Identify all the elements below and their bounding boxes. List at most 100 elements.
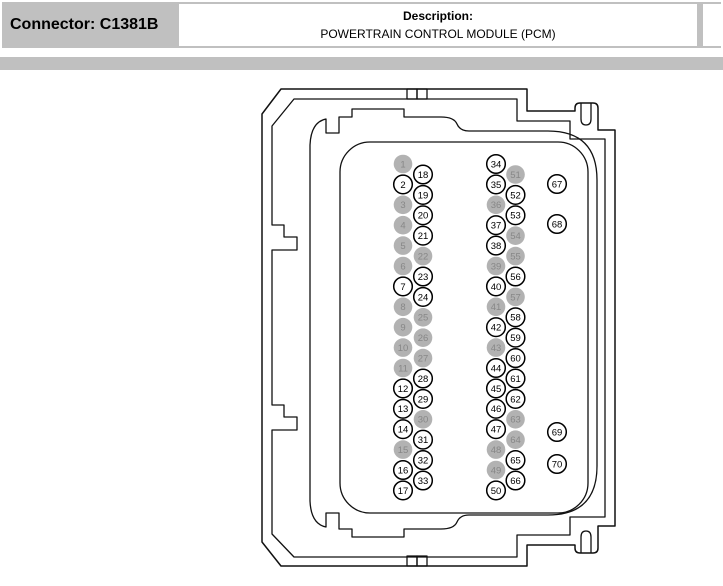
svg-text:58: 58 bbox=[510, 313, 521, 324]
pin-39: 39 bbox=[486, 256, 506, 276]
svg-text:10: 10 bbox=[398, 343, 409, 354]
pin-9: 9 bbox=[393, 317, 413, 337]
svg-text:48: 48 bbox=[491, 445, 502, 456]
bottom-tab-slot bbox=[580, 530, 592, 553]
pin-54: 54 bbox=[506, 226, 525, 245]
pin-45: 45 bbox=[485, 378, 507, 399]
pin-67: 67 bbox=[546, 173, 568, 195]
svg-text:11: 11 bbox=[398, 363, 408, 374]
pin-13: 13 bbox=[392, 398, 414, 419]
svg-text:32: 32 bbox=[418, 456, 429, 467]
svg-text:59: 59 bbox=[510, 333, 521, 344]
pin-28: 28 bbox=[412, 368, 434, 389]
svg-text:17: 17 bbox=[398, 486, 409, 497]
pin-56: 56 bbox=[505, 266, 526, 287]
svg-text:24: 24 bbox=[418, 292, 429, 303]
svg-text:54: 54 bbox=[510, 231, 521, 242]
pin-34: 34 bbox=[485, 153, 507, 175]
pin-8: 8 bbox=[393, 297, 413, 317]
pin-4: 4 bbox=[393, 215, 413, 235]
connector-inner-wall bbox=[271, 98, 606, 558]
pin-18: 18 bbox=[412, 164, 434, 185]
top-tab-slot bbox=[580, 103, 592, 126]
pin-1: 1 bbox=[393, 154, 413, 174]
svg-text:37: 37 bbox=[491, 221, 502, 232]
pin-62: 62 bbox=[505, 388, 526, 409]
pin-68: 68 bbox=[546, 213, 568, 235]
header-bar: Connector: C1381B Description: POWERTRAI… bbox=[2, 2, 721, 48]
pin-20: 20 bbox=[412, 205, 434, 226]
svg-text:53: 53 bbox=[510, 211, 521, 222]
svg-text:9: 9 bbox=[400, 323, 405, 334]
pin-46: 46 bbox=[485, 398, 507, 419]
pin-63: 63 bbox=[506, 410, 525, 429]
pin-50: 50 bbox=[485, 480, 507, 501]
svg-text:33: 33 bbox=[418, 476, 429, 487]
pin-14: 14 bbox=[392, 419, 414, 440]
svg-text:25: 25 bbox=[418, 313, 429, 324]
bottom-index-tab bbox=[416, 555, 428, 567]
pin-43: 43 bbox=[486, 338, 506, 357]
toolbar-strip bbox=[0, 57, 723, 70]
top-index-tab bbox=[406, 88, 418, 100]
pin-26: 26 bbox=[413, 328, 433, 348]
svg-text:63: 63 bbox=[510, 415, 521, 426]
connector-outer-outline bbox=[261, 88, 616, 567]
pin-22: 22 bbox=[413, 246, 433, 266]
pin-51: 51 bbox=[506, 165, 525, 184]
pin-35: 35 bbox=[485, 174, 507, 195]
pin-10: 10 bbox=[393, 338, 413, 357]
svg-text:15: 15 bbox=[398, 445, 409, 456]
svg-text:55: 55 bbox=[510, 252, 521, 263]
description-box: Description: POWERTRAIN CONTROL MODULE (… bbox=[179, 4, 697, 46]
connector-label: Connector: C1381B bbox=[10, 16, 159, 33]
svg-text:40: 40 bbox=[491, 282, 502, 293]
svg-text:34: 34 bbox=[491, 159, 502, 170]
pin-3: 3 bbox=[393, 195, 413, 215]
pin-6: 6 bbox=[393, 256, 413, 276]
svg-text:70: 70 bbox=[552, 459, 563, 470]
svg-text:57: 57 bbox=[510, 292, 521, 303]
svg-text:6: 6 bbox=[400, 261, 405, 272]
svg-text:27: 27 bbox=[418, 354, 429, 365]
svg-text:22: 22 bbox=[418, 252, 429, 263]
pin-70: 70 bbox=[546, 453, 568, 475]
pin-27: 27 bbox=[413, 348, 433, 368]
svg-text:69: 69 bbox=[552, 427, 563, 438]
pin-23: 23 bbox=[412, 266, 434, 287]
svg-text:52: 52 bbox=[510, 190, 521, 201]
svg-text:65: 65 bbox=[510, 456, 521, 467]
svg-text:56: 56 bbox=[510, 272, 521, 283]
pin-41: 41 bbox=[486, 297, 506, 317]
pins-layer: 1234567891011121314151617181920212223242… bbox=[392, 153, 568, 501]
svg-text:1: 1 bbox=[400, 159, 405, 170]
pin-15: 15 bbox=[393, 440, 413, 459]
svg-text:35: 35 bbox=[491, 180, 502, 191]
housing-outline bbox=[309, 108, 598, 538]
pin-61: 61 bbox=[505, 368, 526, 389]
svg-text:64: 64 bbox=[510, 435, 521, 446]
svg-text:41: 41 bbox=[491, 302, 502, 313]
description-value: POWERTRAIN CONTROL MODULE (PCM) bbox=[320, 27, 556, 41]
svg-text:67: 67 bbox=[552, 179, 563, 190]
svg-text:16: 16 bbox=[398, 465, 409, 476]
pin-40: 40 bbox=[485, 276, 507, 297]
svg-text:39: 39 bbox=[491, 261, 502, 272]
svg-text:7: 7 bbox=[400, 282, 405, 293]
pin-53: 53 bbox=[505, 205, 526, 226]
svg-text:43: 43 bbox=[491, 343, 502, 354]
pin-31: 31 bbox=[412, 429, 434, 450]
pin-38: 38 bbox=[485, 235, 507, 256]
pin-12: 12 bbox=[392, 378, 414, 399]
pin-47: 47 bbox=[485, 419, 507, 440]
pin-29: 29 bbox=[412, 388, 434, 409]
svg-text:50: 50 bbox=[491, 486, 502, 497]
pin-cavity bbox=[339, 141, 589, 514]
pin-42: 42 bbox=[485, 317, 507, 338]
svg-text:14: 14 bbox=[398, 425, 409, 436]
svg-text:49: 49 bbox=[491, 465, 502, 476]
svg-text:26: 26 bbox=[418, 333, 429, 344]
svg-text:60: 60 bbox=[510, 354, 521, 365]
header-right-cell bbox=[703, 4, 721, 46]
